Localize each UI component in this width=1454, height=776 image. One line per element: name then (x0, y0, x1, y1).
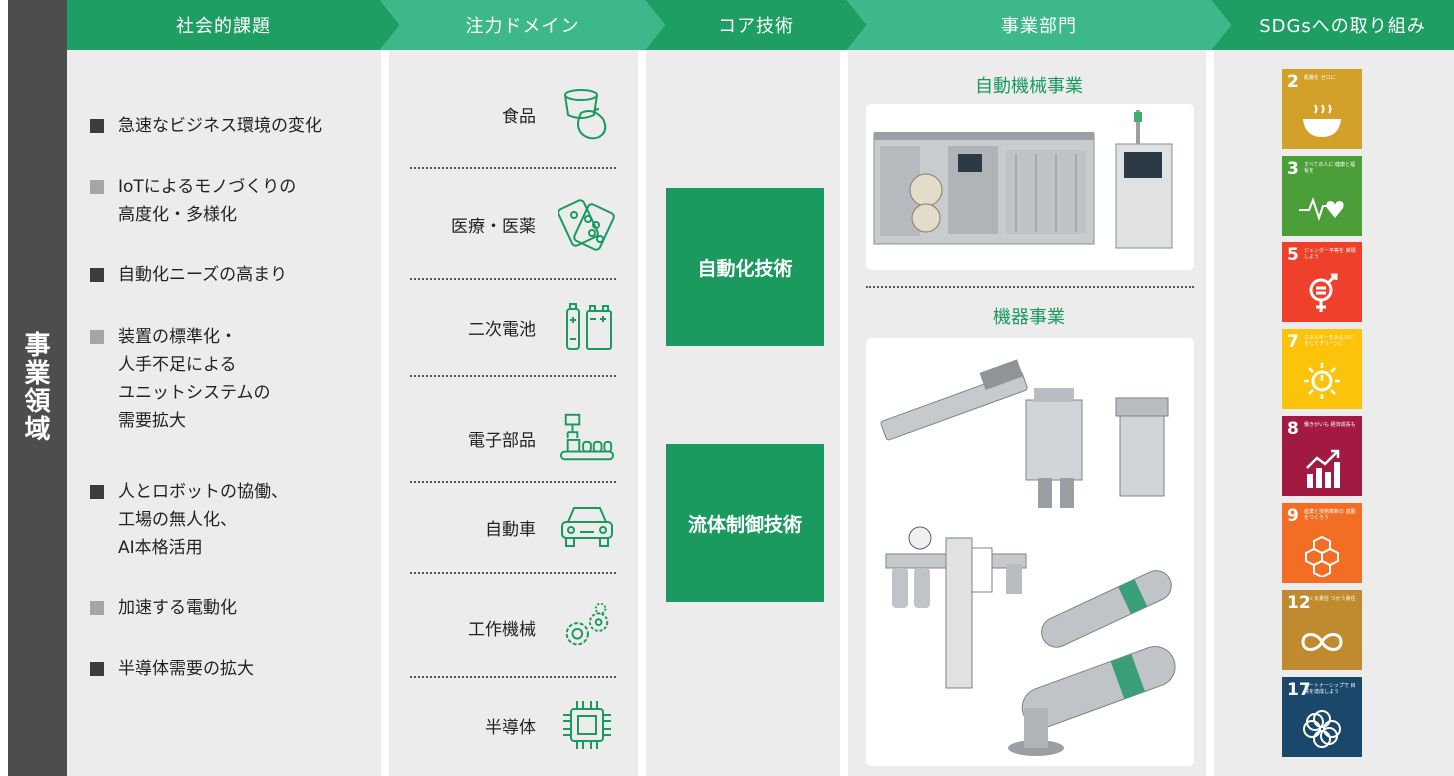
domain-label: 電子部品 (468, 430, 536, 451)
automation-machine-image (873, 110, 1173, 249)
divider (410, 481, 616, 483)
domain-row: 二次電池 (410, 296, 616, 358)
divider (410, 167, 616, 169)
domain-label: 食品 (502, 106, 536, 127)
equipment-products-photo (866, 338, 1194, 766)
power-sun-icon (1304, 363, 1340, 399)
heartbeat-icon (1299, 197, 1344, 222)
business-title-equipment: 機器事業 (993, 307, 1065, 328)
side-panel: 事業領域 (8, 0, 67, 776)
car-icon (558, 498, 616, 556)
domain-label: 工作機械 (468, 619, 536, 640)
issue-item: 急速なビジネス環境の変化 (90, 112, 322, 140)
bullet-square-light (90, 601, 104, 615)
header-sdgs: SDGsへの取り組み (1259, 16, 1426, 37)
infinity-icon (1301, 633, 1343, 651)
battery-icon (558, 298, 616, 356)
issue-item: 人とロボットの協働、工場の無人化、AI本格活用 (90, 478, 288, 562)
header-social-issues: 社会的課題 (176, 16, 271, 37)
divider (410, 676, 616, 678)
cubes-icon (1305, 535, 1339, 577)
business-title-automation: 自動機械事業 (975, 76, 1083, 97)
domain-label: 医療・医薬 (451, 216, 536, 237)
bullet-square-dark (90, 119, 104, 133)
divider (410, 375, 616, 377)
pill-blister-icon (558, 195, 616, 253)
issue-item: 自動化ニーズの高まり (90, 261, 287, 289)
robot-arm-conveyor-icon (558, 409, 616, 467)
column-social-issues (67, 50, 381, 776)
bullet-square-dark (90, 662, 104, 676)
flower-rings-icon (1303, 710, 1341, 748)
header-business: 事業部門 (1001, 16, 1077, 37)
domain-row: 自動車 (410, 496, 616, 558)
divider (410, 572, 616, 574)
gender-equality-icon (1309, 273, 1338, 312)
growth-chart-icon (1306, 449, 1340, 488)
issue-item: IoTによるモノづくりの高度化・多様化 (90, 173, 296, 229)
core-tech-fluid-control: 流体制御技術 (666, 444, 824, 602)
column-domains (389, 50, 638, 776)
core-tech-automation: 自動化技術 (666, 188, 824, 346)
domain-label: 半導体 (485, 717, 536, 738)
chip-icon (558, 696, 616, 754)
domain-label: 二次電池 (468, 319, 536, 340)
bowl-icon (1303, 104, 1341, 137)
food-cup-icon (558, 85, 616, 143)
domain-row: 工作機械 (410, 596, 616, 658)
side-label: 事業領域 (24, 330, 51, 446)
bullet-square-dark (90, 485, 104, 499)
column-core-tech (646, 50, 840, 776)
divider (866, 286, 1194, 288)
domain-row: 半導体 (410, 694, 616, 756)
issue-item: 半導体需要の拡大 (90, 655, 254, 683)
issue-item: 加速する電動化 (90, 594, 237, 622)
header-arrows (67, 0, 1454, 50)
bullet-square-light (90, 180, 104, 194)
header-core-tech: コア技術 (718, 16, 794, 37)
equipment-image (880, 359, 1176, 756)
divider (410, 278, 616, 280)
automation-machines-photo (866, 104, 1194, 270)
issue-item: 装置の標準化・人手不足によるユニットシステムの需要拡大 (90, 323, 271, 435)
header-focus-domains: 注力ドメイン (465, 16, 580, 37)
domain-row: 医療・医薬 (410, 193, 616, 255)
gears-icon (558, 598, 616, 656)
domain-label: 自動車 (485, 519, 536, 540)
domain-row: 電子部品 (410, 407, 616, 469)
bullet-square-light (90, 330, 104, 344)
bullet-square-dark (90, 268, 104, 282)
domain-row: 食品 (410, 83, 616, 145)
